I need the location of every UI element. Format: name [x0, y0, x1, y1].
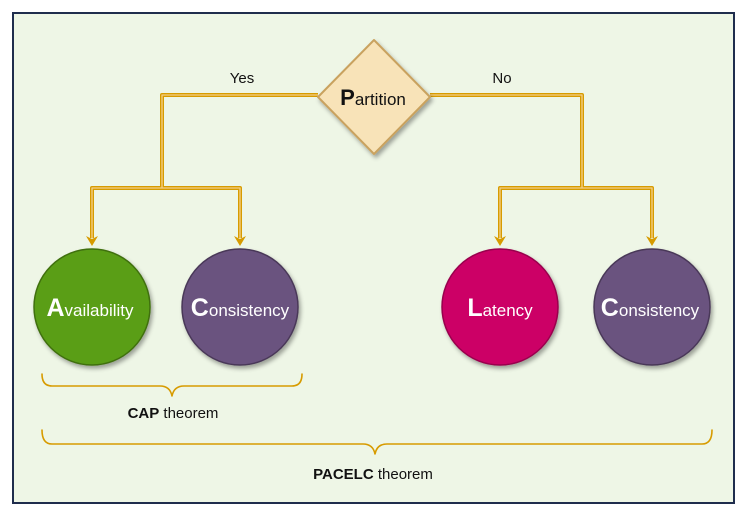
yes-branch-label: Yes	[230, 70, 254, 87]
consistency-right-label: Consistency	[601, 294, 700, 322]
consistency-node-right	[593, 248, 711, 366]
availability-node	[33, 248, 151, 366]
arrowhead-consistency-right	[646, 236, 658, 246]
consistency-left-label: Consistency	[191, 294, 290, 322]
cap-brace	[41, 373, 303, 397]
arrowhead-latency	[494, 236, 506, 246]
partition-decision	[317, 39, 431, 155]
availability-label: Availability	[46, 294, 134, 322]
arrowheads	[86, 236, 658, 246]
latency-node	[441, 248, 559, 366]
no-branch-label: No	[492, 70, 511, 87]
arrowhead-availability	[86, 236, 98, 246]
latency-label: Latency	[467, 294, 533, 322]
partition-diamond	[317, 39, 431, 155]
pacelc-brace	[41, 429, 713, 455]
consistency-node-left	[181, 248, 299, 366]
cap-theorem-label: CAP theorem	[128, 405, 219, 422]
pacelc-theorem-label: PACELC theorem	[313, 466, 433, 483]
partition-label: Partition	[340, 85, 406, 110]
arrowhead-consistency-left	[234, 236, 246, 246]
